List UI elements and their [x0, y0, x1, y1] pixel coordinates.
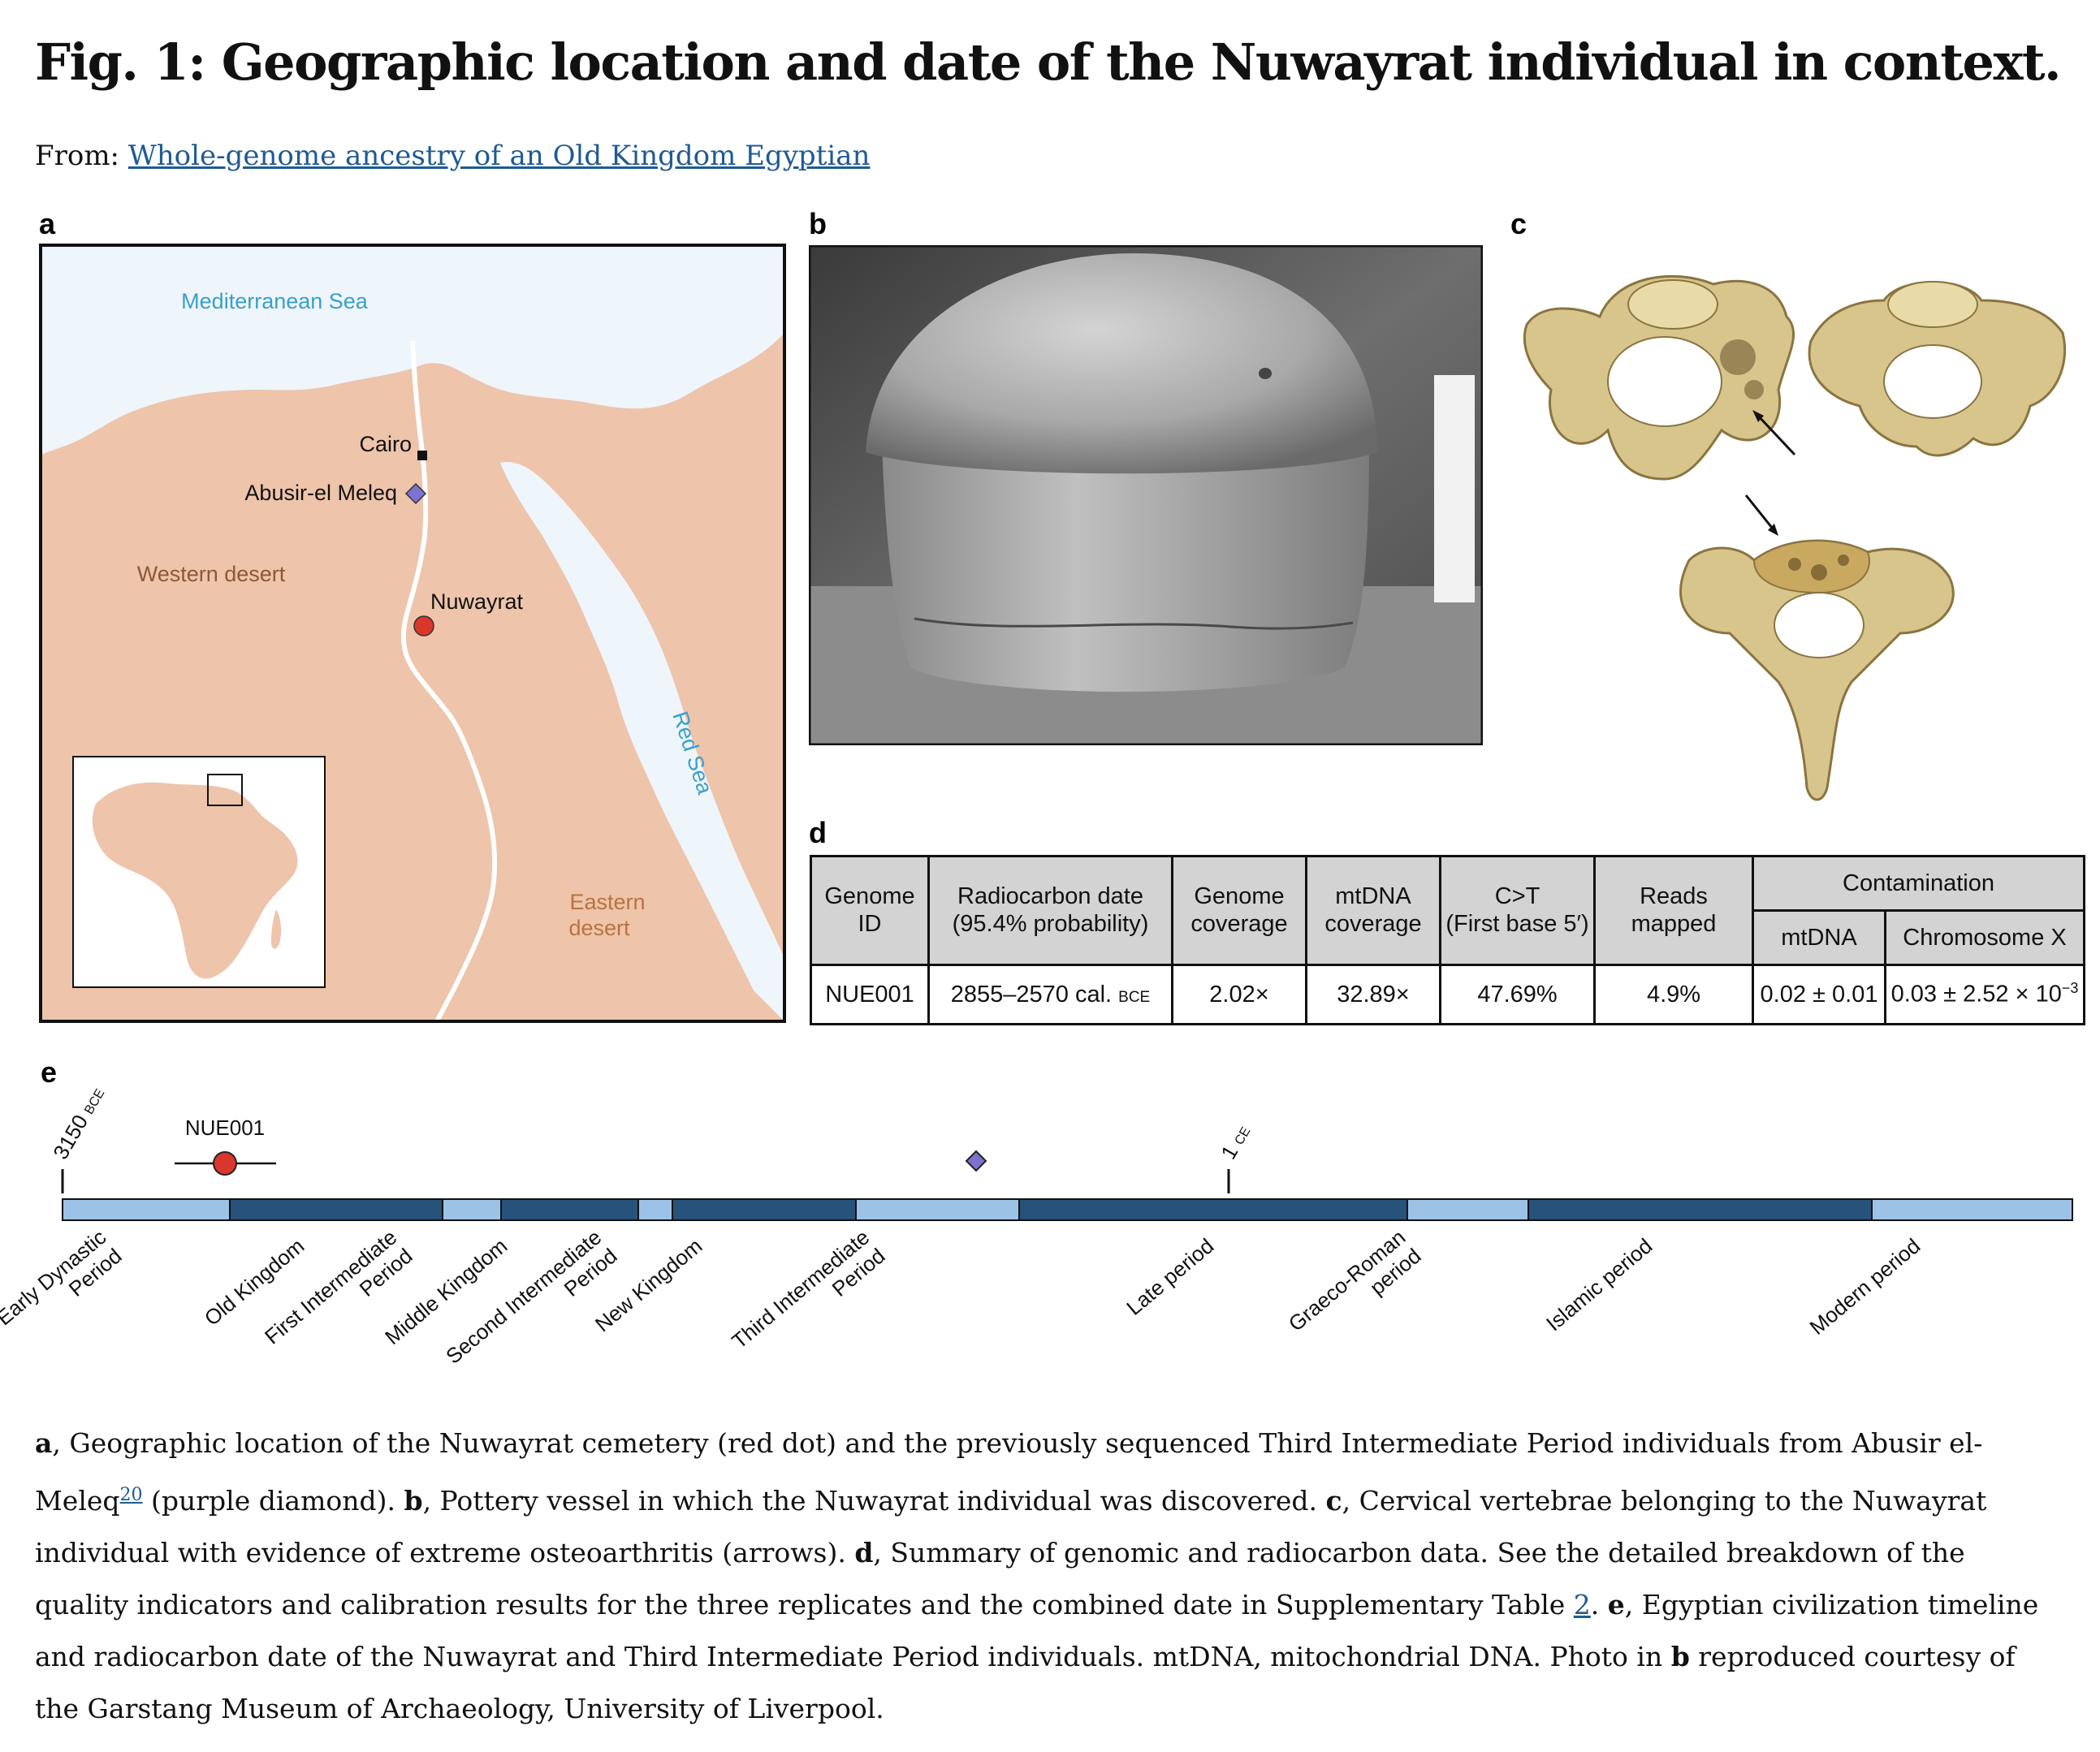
- abusir-diamond-timeline: [965, 1150, 987, 1172]
- sinai: [656, 471, 784, 731]
- source-line: From: Whole-genome ancestry of an Old Ki…: [35, 140, 870, 172]
- period-bar-10: [1527, 1198, 1873, 1221]
- period-bar-2: [229, 1198, 443, 1221]
- supp-table-link[interactable]: 2: [1573, 1589, 1591, 1620]
- article-link[interactable]: Whole-genome ancestry of an Old Kingdom …: [127, 140, 871, 172]
- photo-frame: [809, 245, 1483, 745]
- label-eastern-desert-1: Eastern: [569, 890, 645, 914]
- header-cont-mtdna: mtDNA: [1752, 908, 1886, 966]
- period-bar-1: [62, 1198, 231, 1221]
- cell-cont-mtdna: 0.02 ± 0.01: [1752, 963, 1886, 1026]
- vertebra-right: [1808, 281, 2067, 457]
- vertebra-left: [1523, 274, 1795, 481]
- figure-caption: a, Geographic location of the Nuwayrat c…: [35, 1427, 2039, 1724]
- period-bar-6: [672, 1198, 857, 1221]
- label-nuwayrat: Nuwayrat: [430, 589, 524, 614]
- period-bar-7: [855, 1198, 1020, 1221]
- cell-radiocarbon: 2855–2570 cal. BCE: [927, 963, 1173, 1026]
- lid-hole: [1259, 368, 1272, 379]
- period-label-9: Graeco-Romanperiod: [1284, 1225, 1426, 1355]
- panel-label-e: e: [41, 1055, 58, 1089]
- cell-mtdna: 32.89×: [1305, 963, 1441, 1026]
- vessel-base: [882, 440, 1369, 692]
- label-abusir: Abusir-el Meleq: [244, 481, 397, 505]
- header-contamination: Contamination: [1752, 855, 2085, 912]
- abusir-diamond: [404, 482, 427, 505]
- panel-label-a: a: [39, 207, 56, 240]
- arrow-lower-head: [1768, 524, 1778, 536]
- start-label: 3150 BCE: [48, 1082, 109, 1163]
- period-bar-5: [637, 1198, 673, 1221]
- period-bar-3: [442, 1198, 502, 1221]
- timeline: 3150 BCE 1 CE NUE001 Early DynasticPerio…: [0, 1082, 2073, 1387]
- figure-title: Fig. 1: Geographic location and date of …: [35, 32, 2062, 92]
- nue001-marker: [213, 1151, 237, 1176]
- panel-label-b: b: [809, 207, 827, 240]
- header-ct: C>T(First base 5′): [1439, 855, 1596, 966]
- period-bar-9: [1406, 1198, 1529, 1221]
- madagascar-shape: [271, 909, 282, 949]
- vessel-crack: [914, 617, 1354, 630]
- nue001-label: NUE001: [185, 1115, 265, 1140]
- panel-label-c: c: [1510, 207, 1527, 240]
- arrow-upper: [1755, 412, 1796, 456]
- ref-link-20[interactable]: 20: [119, 1485, 143, 1505]
- label-western-desert: Western desert: [137, 562, 286, 586]
- period-label-7: Third IntermediatePeriod: [727, 1225, 889, 1373]
- period-label-8: Late period: [1121, 1233, 1218, 1320]
- vessel-lid: [866, 253, 1377, 474]
- pottery-photo: [809, 245, 1483, 745]
- table-row: NUE001 2855–2570 cal. BCE 2.02× 32.89× 4…: [810, 963, 2085, 1026]
- ce-label: 1 CE: [1216, 1120, 1255, 1163]
- vertebra-bottom: [1679, 539, 1955, 801]
- period-label-11: Modern period: [1805, 1233, 1925, 1340]
- cairo-marker: [417, 451, 427, 460]
- inset-highlight-box: [207, 774, 243, 806]
- period-label-10: Islamic period: [1541, 1233, 1657, 1336]
- cell-cont-chrx: 0.03 ± 2.52 × 10−3: [1884, 963, 2085, 1026]
- period-label-5: Second IntermediatePeriod: [441, 1225, 621, 1387]
- arrow-lower: [1744, 494, 1777, 533]
- map-frame: [39, 244, 786, 1023]
- cell-ct: 47.69%: [1439, 963, 1596, 1026]
- period-bar-8: [1018, 1198, 1408, 1221]
- period-bar-11: [1871, 1198, 2073, 1221]
- header-cont-chrx: Chromosome X: [1884, 908, 2085, 966]
- photo-card: [1434, 375, 1475, 602]
- period-label-1: Early DynasticPeriod: [0, 1225, 127, 1349]
- label-eastern-desert-2: desert: [568, 916, 630, 940]
- egypt-map: Mediterranean Sea Cairo Abusir-el Meleq …: [39, 244, 786, 1023]
- nile-river: [400, 340, 498, 1023]
- header-radiocarbon: Radiocarbon date(95.4% probability): [927, 855, 1173, 966]
- nuwayrat-dot: [413, 615, 434, 637]
- africa-shape: [92, 782, 298, 979]
- period-bar-4: [500, 1198, 639, 1221]
- coast-water: [681, 268, 784, 398]
- cell-coverage: 2.02×: [1171, 963, 1307, 1026]
- from-label: From:: [35, 140, 120, 172]
- label-cairo: Cairo: [359, 432, 412, 456]
- cell-reads: 4.9%: [1593, 963, 1754, 1026]
- label-mediterranean: Mediterranean Sea: [181, 289, 369, 313]
- red-sea: [500, 462, 784, 1021]
- panel-label-d: d: [809, 816, 827, 849]
- vertebrae-image: [1523, 274, 2067, 801]
- arrow-upper-head: [1752, 410, 1764, 422]
- cell-genome-id: NUE001: [810, 963, 930, 1026]
